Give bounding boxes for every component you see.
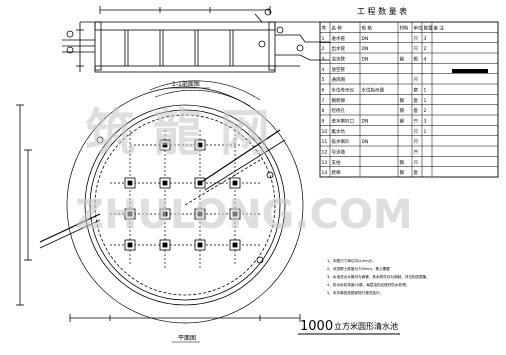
table-cell: 3 [424,36,427,42]
table-cell: 只 [414,77,419,83]
table-cell: 1 [424,87,427,93]
table-cell: 3 [322,56,325,62]
table-cell: 溢流管 [332,55,346,62]
table-header-cell: 材料 [400,24,409,31]
plan-view [16,80,304,324]
table-cell: 进水管 [332,35,346,42]
watermark-chinese: 筑 龍 网 [85,103,270,162]
table-cell: 只 [414,149,419,155]
table-cell: 6 [322,87,325,93]
table-cell: 套 [414,107,419,114]
table-cell: 钢 [400,117,405,124]
table-cell: 导流墙 [332,148,346,155]
table-cell: 套 [414,86,419,93]
note-line-4: 4、防水砂浆抹面20厚，每层结构应做好防水处理。 [327,282,409,287]
table-cell: 通风帽 [332,76,346,83]
table-cell: 14 [322,170,328,176]
table-cell: 2 [424,108,427,114]
table-cell: 钢 [400,55,405,62]
table-cell: 钢 [400,169,405,176]
table-header-cell: 规 格 [362,24,373,31]
table-cell: 套 [414,169,419,176]
table-cell: 3 [424,118,427,124]
table-cell: DN [362,36,369,42]
table-cell: 出水管 [332,45,346,52]
table-cell: 爬梯 [332,169,341,176]
table-cell: 钢 [400,107,405,114]
table-cell: 1 [424,98,427,104]
table-title: 工 程 数 量 表 [357,6,407,16]
table-cell: 11 [322,139,328,145]
plan-label: 平面图 [178,335,196,342]
table-cell: 1 [424,129,427,135]
table-cell: DN [362,56,369,62]
table-cell: 水位传示仪 [332,86,355,93]
table-cell: 根 [414,55,419,62]
section-view [62,6,330,73]
table-cell: 钢 [400,97,405,104]
table-cell: 集水坑 [332,128,346,135]
note-line-2: 2、池顶覆土厚度为700mm，覆土需要 [327,266,390,271]
table-cell: 钢 [400,159,405,166]
table-cell: 7 [322,98,325,104]
table-cell: 套 [414,97,419,104]
table-header-cell: 名 称 [332,24,343,31]
table-cell: 钢爬梯 [332,97,346,104]
table-cell: 水位指示器 [362,86,385,93]
table-cell: 1 [322,36,325,42]
notes: 1、本图尺寸单位均以mm计。 2、池顶覆土厚度为700mm，覆土需要 3、水池进… [327,258,430,295]
table-cell: 只 [414,46,419,52]
note-line-3: 3、水池进出水管均为钢管，其余附件均为钢制，详见相关图集。 [327,274,430,279]
watermark-english: ZHULONG.COM [75,192,413,238]
table-cell: 放空管 [332,66,346,73]
table-cell: 9 [322,118,325,124]
drawing-title-number: 1000 [300,319,333,334]
table-cell: 13 [322,160,328,166]
table-cell: 只 [414,36,419,42]
table-cell: 吸水喇叭 [332,138,350,145]
table-cell: DN [362,139,369,145]
table-cell: 进水喇叭口 [332,117,355,124]
table-cell: 12 [322,149,328,155]
table-cell: 10 [322,129,328,135]
note-line-5: 5、未尽事宜按国家现行规范执行。 [327,290,383,295]
table-cell: 支柱 [332,159,341,166]
table-cell: 4 [322,67,325,73]
table-header-cell: 单位 [414,24,423,31]
section-label: 1-1剖面图 [172,80,200,88]
table-cell: 只 [414,160,419,166]
note-line-1: 1、本图尺寸单位均以mm计。 [327,258,376,263]
table-cell: 5 [322,77,325,83]
table-cell: 只 [414,118,419,124]
table-cell: 4 [424,56,427,62]
table-cell: 8 [322,108,325,114]
drawing-title-text: 立方米圆形清水池 [334,321,398,331]
table-header-cell: 备 注 [434,24,445,31]
table-cell: DN [362,118,369,124]
table-cell: 检修孔 [332,107,346,114]
table-header-cell: 数量 [424,24,433,31]
table-cell: 只 [414,129,419,135]
table-cell: 2 [424,46,427,52]
table-cell: DN [362,46,369,52]
table-cell: 2 [322,46,325,52]
table-header-cell: 序 [322,24,327,31]
table-cell: 只 [414,139,419,145]
